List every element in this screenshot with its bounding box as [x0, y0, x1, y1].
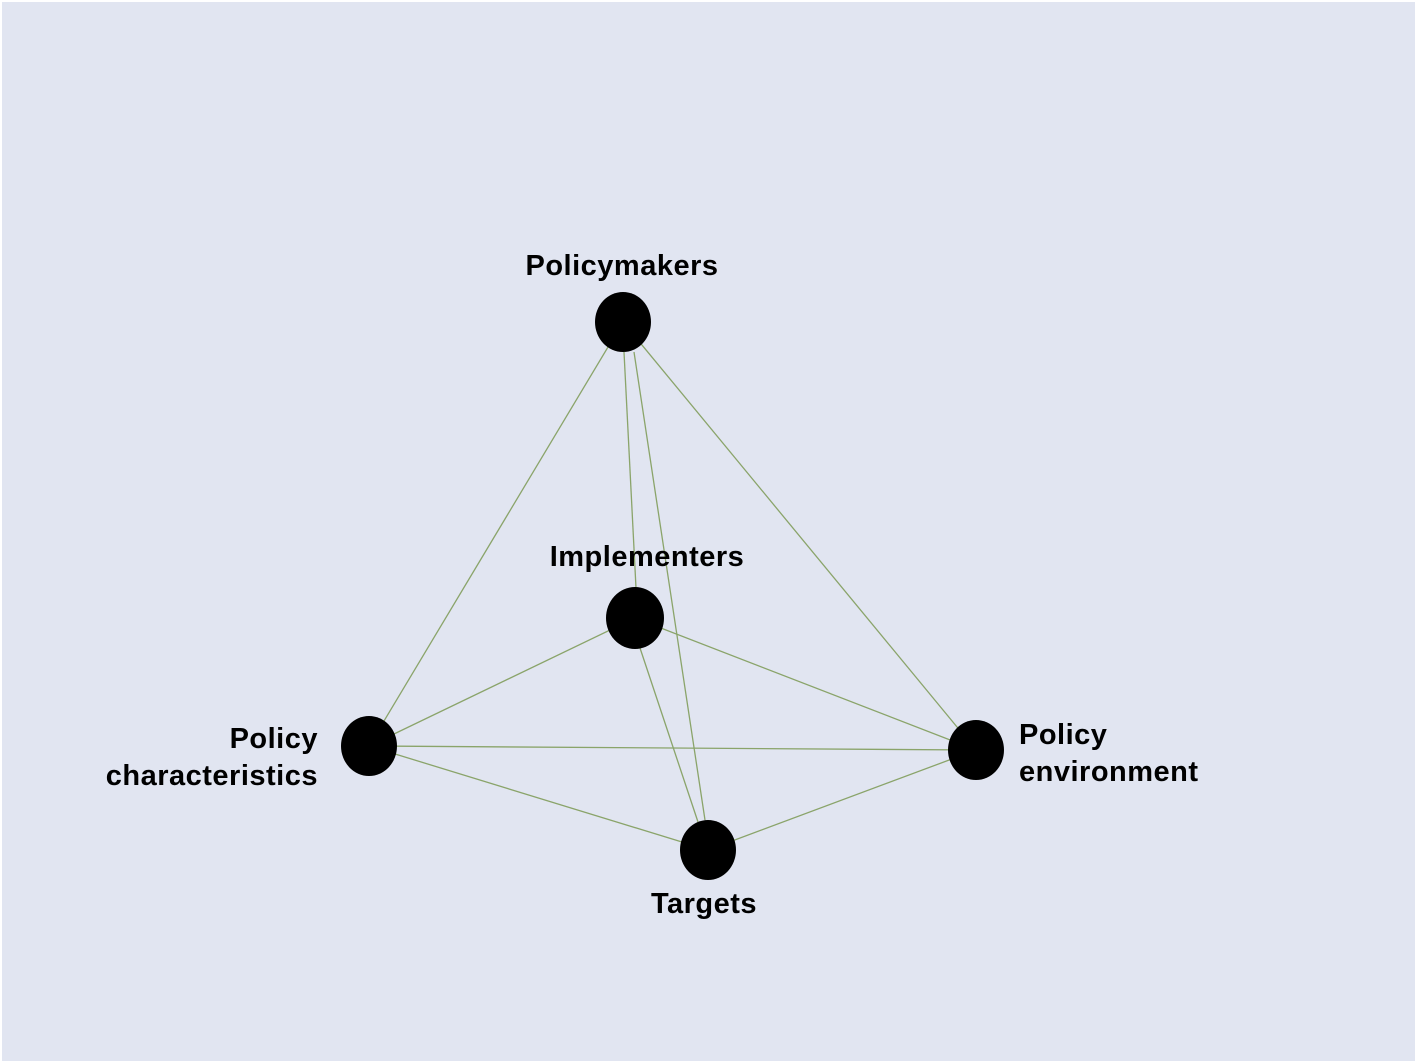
node-policy-characteristics: [341, 716, 397, 776]
node-policymakers: [595, 292, 651, 352]
label-line: Policymakers: [525, 250, 718, 282]
edge-implementers-to-policy-environment: [634, 617, 977, 751]
nodes-group: [341, 292, 1004, 880]
edge-implementers-to-policy-characteristics: [368, 617, 636, 747]
label-line: Policy: [230, 723, 318, 755]
label-line: environment: [1019, 756, 1199, 788]
label-implementers: Implementers: [550, 541, 745, 573]
node-targets: [680, 820, 736, 880]
label-line: characteristics: [106, 760, 318, 792]
label-line: Targets: [651, 888, 757, 920]
label-targets: Targets: [651, 888, 757, 920]
edge-policymakers-to-targets: [633, 351, 706, 821]
node-policy-environment: [948, 720, 1004, 780]
edge-policymakers-to-policy-environment: [622, 321, 977, 751]
edge-implementers-to-targets: [639, 647, 699, 823]
edge-policy-environment-to-targets: [707, 749, 977, 851]
edge-policy-characteristics-to-targets: [368, 745, 709, 851]
label-line: Policy: [1019, 719, 1107, 751]
edge-policymakers-to-implementers: [623, 351, 637, 589]
node-implementers: [606, 587, 664, 649]
label-policymakers: Policymakers: [525, 250, 718, 282]
label-policy-characteristics: Policy characteristics: [106, 723, 318, 792]
edges-group: [368, 321, 977, 851]
label-line: Implementers: [550, 541, 745, 573]
label-policy-environment: Policy environment: [1019, 719, 1199, 788]
edge-policy-characteristics-to-policy-environment: [368, 745, 977, 751]
edge-policymakers-to-policy-characteristics: [368, 321, 624, 747]
